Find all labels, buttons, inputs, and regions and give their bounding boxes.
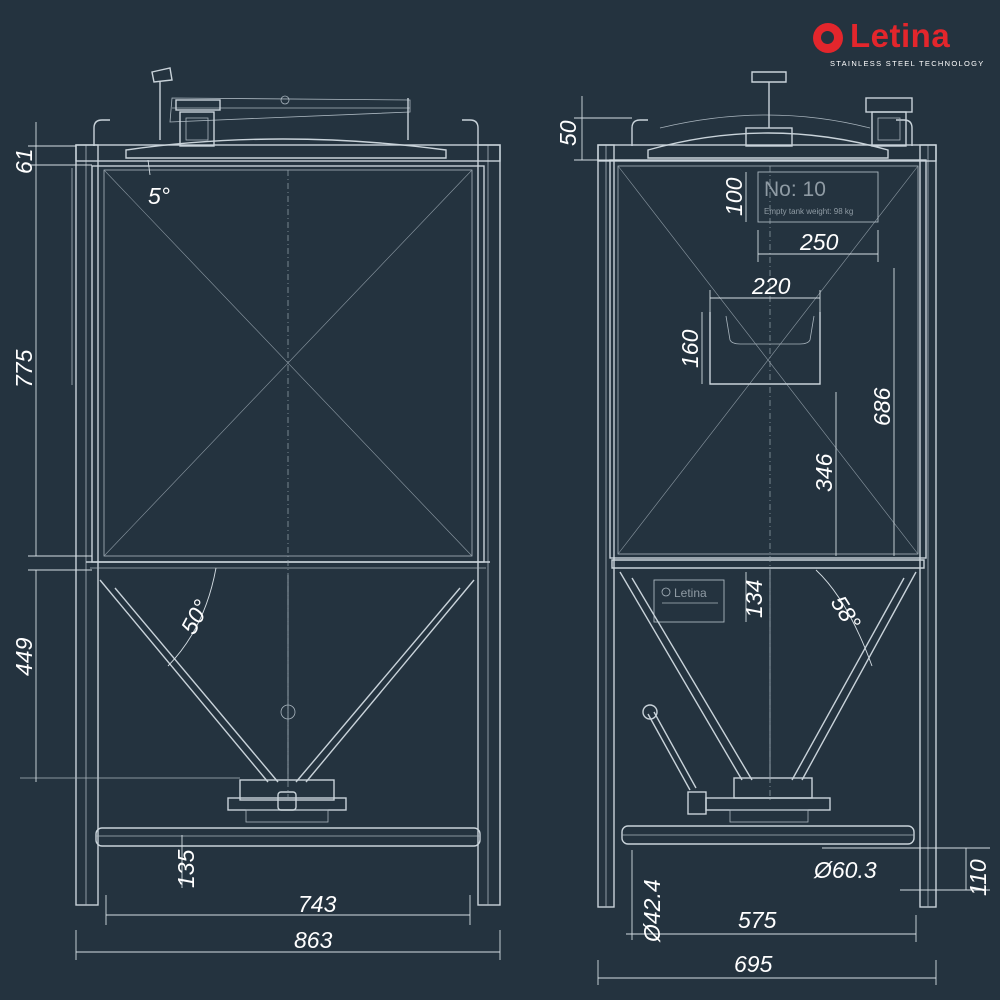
right-dimensions — [574, 96, 990, 985]
tank-number: No: 10 — [764, 178, 826, 201]
dim-lid-angle: 5° — [148, 183, 170, 209]
dim-right-outer-width: 695 — [734, 951, 773, 977]
inspection-window — [709, 312, 821, 385]
dim-left-outer-width: 863 — [294, 927, 333, 953]
dim-valve-diameter: Ø60.3 — [813, 857, 877, 883]
dim-cylinder-height: 775 — [11, 349, 37, 388]
dim-top-lid-height: 61 — [11, 148, 37, 174]
right-right-handle — [896, 119, 913, 146]
dim-plate-height: 100 — [721, 177, 747, 216]
left-frame — [71, 144, 501, 906]
dim-window-height: 160 — [677, 329, 703, 368]
dim-upper-height: 686 — [869, 387, 895, 426]
left-cone — [99, 575, 475, 823]
dim-window-width: 220 — [751, 273, 791, 299]
left-tank-view: 61 5° 775 449 50° 135 743 863 — [11, 67, 501, 960]
dim-lower-height: 346 — [811, 453, 837, 492]
dim-left-cone-angle: 50° — [175, 595, 214, 638]
right-left-handle — [631, 119, 648, 146]
tank-plate: No: 10 Empty tank weight: 98 kg — [757, 171, 879, 223]
dim-right-inner-width: 575 — [738, 907, 777, 933]
logo-mark-icon — [813, 23, 843, 53]
dim-cone-offset: 134 — [741, 580, 767, 618]
dim-top-height: 50 — [555, 120, 581, 146]
small-plate-brand: Letina — [674, 586, 707, 600]
left-lid — [125, 67, 447, 159]
dim-valve-height: 110 — [965, 859, 991, 896]
letina-logo: Letina STAINLESS STEEL TECHNOLOGY — [810, 17, 988, 72]
dim-left-inner-width: 743 — [298, 891, 337, 917]
logo-tagline: STAINLESS STEEL TECHNOLOGY — [830, 59, 985, 68]
dim-right-cone-angle: 58° — [826, 591, 866, 634]
dim-cone-height: 449 — [11, 637, 37, 676]
right-lid — [647, 71, 913, 159]
tank-weight: Empty tank weight: 98 kg — [764, 207, 853, 216]
right-frame — [597, 144, 937, 908]
small-plate: Letina — [653, 579, 725, 623]
right-cone — [619, 570, 917, 823]
logo-name: Letina — [850, 17, 951, 54]
right-handle — [462, 119, 479, 146]
left-dimensions — [28, 122, 501, 960]
left-handle — [93, 119, 110, 146]
right-cylinder — [609, 159, 927, 569]
dim-outlet-height: 135 — [173, 849, 199, 888]
dim-leg-diameter: Ø42.4 — [639, 879, 665, 943]
right-tank-view: No: 10 Empty tank weight: 98 kg Letina — [555, 71, 991, 985]
dim-plate-width: 250 — [799, 229, 839, 255]
